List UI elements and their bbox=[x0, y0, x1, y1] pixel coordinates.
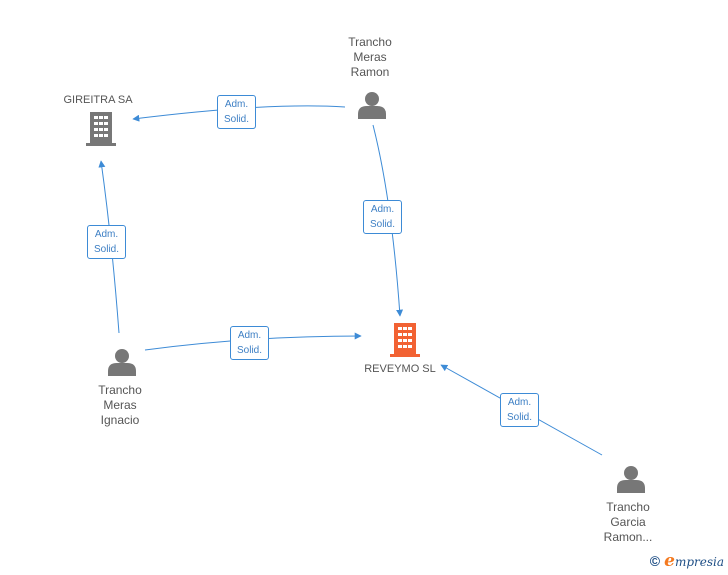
label-line: Meras bbox=[103, 398, 137, 412]
person-label-trancho-meras-ignacio[interactable]: Trancho Meras Ignacio bbox=[70, 383, 170, 428]
label-line: Trancho bbox=[98, 383, 142, 397]
edge-label-tr-ignacio-gireitra[interactable]: Adm. Solid. bbox=[87, 225, 127, 259]
label-line: Garcia bbox=[610, 515, 646, 529]
edge-label-line: Solid. bbox=[370, 219, 396, 230]
edge-label-line: Solid. bbox=[237, 345, 263, 356]
edge-label-line: Adm. bbox=[507, 397, 532, 408]
edge-label-tr-ignacio-reveymo[interactable]: Adm. Solid. bbox=[230, 326, 270, 360]
person-label-trancho-meras-ramon[interactable]: Trancho Meras Ramon bbox=[320, 35, 420, 80]
edge-label-tr-ramon-reveymo[interactable]: Adm. Solid. bbox=[363, 200, 403, 234]
brand-logo: empresia bbox=[664, 551, 724, 571]
building-icon[interactable] bbox=[390, 323, 420, 357]
label-line: Ignacio bbox=[100, 413, 140, 427]
edge-label-line: Adm. bbox=[94, 229, 119, 240]
edge-label-tg-ramon-reveymo[interactable]: Adm. Solid. bbox=[500, 393, 540, 427]
edge-label-line: Adm. bbox=[370, 204, 395, 215]
person-label-trancho-garcia-ramon[interactable]: Trancho Garcia Ramon... bbox=[578, 500, 678, 545]
person-icon[interactable] bbox=[108, 349, 136, 376]
edge-label-line: Solid. bbox=[224, 114, 250, 125]
edge-label-line: Adm. bbox=[237, 330, 262, 341]
edge-label-line: Solid. bbox=[507, 412, 533, 423]
label-line: Meras bbox=[353, 50, 387, 64]
footer-brand[interactable]: © empresia bbox=[650, 551, 724, 571]
person-icon[interactable] bbox=[617, 466, 645, 493]
label-line: Ramon bbox=[350, 65, 390, 79]
edge-label-line: Solid. bbox=[94, 244, 120, 255]
copyright-icon: © bbox=[649, 553, 661, 569]
person-icon[interactable] bbox=[358, 92, 386, 119]
edge-label-tr-ramon-gireitra[interactable]: Adm. Solid. bbox=[217, 95, 257, 129]
label-line: Trancho bbox=[606, 500, 650, 514]
label-line: Trancho bbox=[348, 35, 392, 49]
brand-logo-text: mpresia bbox=[674, 555, 724, 569]
company-label-reveymo[interactable]: REVEYMO SL bbox=[364, 363, 436, 375]
brand-logo-e: e bbox=[664, 551, 675, 571]
company-label-gireitra[interactable]: GIREITRA SA bbox=[63, 94, 133, 106]
building-icon[interactable] bbox=[86, 112, 116, 146]
label-line: Ramon... bbox=[603, 530, 653, 544]
edge-label-line: Adm. bbox=[224, 99, 249, 110]
